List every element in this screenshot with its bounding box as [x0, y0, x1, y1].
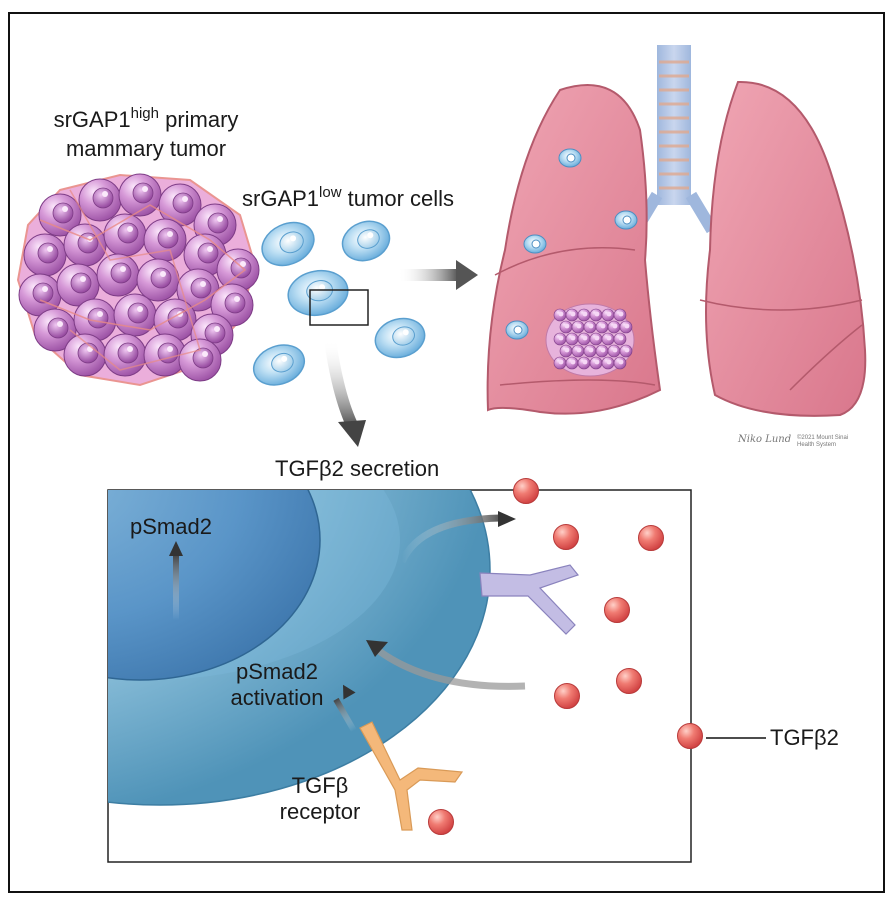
tgfb2-particles — [428, 478, 703, 835]
zoom-box — [309, 289, 369, 326]
lung-metastasis-cell — [565, 308, 579, 322]
tumor-mass-cell — [143, 218, 187, 262]
artist-signature: Niko Lund — [738, 434, 792, 445]
lung-metastasis-cell — [577, 332, 591, 346]
lung-metastasis-cell — [601, 308, 615, 322]
lung-metastasis-cell — [565, 332, 579, 346]
secretion-arrow — [398, 511, 516, 564]
tumor-cell — [287, 269, 349, 317]
arrow-to-lungs — [398, 260, 478, 290]
tumor-mass-cell — [153, 298, 197, 342]
lung-tumor-cell — [614, 210, 638, 230]
tumor-mass-cell — [178, 338, 222, 382]
lung-metastasis-cell — [607, 320, 621, 334]
lung-metastasis-cell — [613, 308, 627, 322]
tumor-cells-cluster — [252, 220, 426, 386]
lung-metastasis-cell — [583, 320, 597, 334]
psmad2-arrow — [169, 541, 183, 620]
tumor-mass-cell — [33, 308, 77, 352]
psmad2-label: pSmad2 — [130, 514, 212, 539]
tumor-mass-cell — [103, 333, 147, 377]
tumor-mass-cell — [118, 173, 162, 217]
tumor-mass-cell — [210, 283, 254, 327]
tgfb2-particle — [604, 597, 630, 623]
tumor-mass-cell — [73, 298, 117, 342]
lung-metastasis-cell — [613, 332, 627, 346]
lung-tumor-cell — [505, 320, 529, 340]
tumor-mass-cell — [96, 253, 140, 297]
lung-metastasis-cell — [589, 308, 603, 322]
arrow-to-inset — [324, 339, 366, 447]
lung-metastasis-cell — [601, 332, 615, 346]
lung-metastasis-cell — [553, 356, 567, 370]
tumor-mass-cell — [78, 178, 122, 222]
primary-tumor-label: srGAP1high primary mammary tumor — [53, 105, 239, 161]
lung-metastasis-cell — [553, 332, 567, 346]
lung-metastasis-cell — [559, 320, 573, 334]
tgfb-receptor-lavender — [479, 564, 580, 635]
tgfb2-legend-label: TGFβ2 — [770, 725, 839, 750]
tgfb2-particle — [638, 525, 664, 551]
lung-metastasis-cell — [607, 344, 621, 358]
tumor-mass-cell — [56, 263, 100, 307]
lung-metastasis-cell — [595, 320, 609, 334]
lung-metastasis-cell — [577, 308, 591, 322]
figure-frame — [8, 12, 885, 893]
tumor-cell — [341, 220, 391, 262]
tumor-mass-cell — [63, 333, 107, 377]
lung-metastasis-cell — [589, 332, 603, 346]
tumor-mass-cell — [23, 233, 67, 277]
tgfb-receptor-orange — [359, 721, 464, 831]
lung-metastasis-cell — [571, 344, 585, 358]
tgfb2-particle — [428, 809, 454, 835]
tumor-mass-cell — [190, 313, 234, 357]
tumor-cell — [374, 317, 426, 359]
tgfb2-particle — [513, 478, 539, 504]
tumor-cells-label: srGAP1low tumor cells — [242, 184, 455, 211]
lung-metastasis-cell — [565, 356, 579, 370]
lung-metastasis — [545, 303, 635, 377]
lung-metastasis-cell — [559, 344, 573, 358]
tumor-mass-cell — [176, 268, 220, 312]
receptor-activation-arrow — [333, 684, 357, 733]
activation-arrow — [366, 640, 526, 690]
tumor-mass-cell — [38, 193, 82, 237]
lung-tumor-cell — [558, 148, 582, 168]
tumor-cell — [261, 221, 315, 267]
tumor-cell — [252, 344, 306, 386]
tgfb2-secretion-label: TGFβ2 secretion — [275, 456, 440, 481]
tgfb2-particle — [554, 683, 580, 709]
lung-metastasis-cell — [595, 344, 609, 358]
primary-tumor — [16, 173, 260, 387]
lungs — [486, 45, 867, 417]
tumor-mass-cell — [18, 273, 62, 317]
tumor-mass-cell — [143, 333, 187, 377]
lung-metastasis-cell — [553, 308, 567, 322]
lung-metastasis-cell — [577, 356, 591, 370]
lung-tumor-cell — [523, 234, 547, 254]
tgfb2-particle — [616, 668, 642, 694]
lung-metastasis-cell — [613, 356, 627, 370]
lung-metastasis-cell — [619, 320, 633, 334]
lung-metastasis-cell — [601, 356, 615, 370]
lung-metastasis-cell — [571, 320, 585, 334]
lung-metastasis-cell — [619, 344, 633, 358]
tgfb2-particle — [677, 723, 703, 749]
lung-metastasis-cell — [589, 356, 603, 370]
tumor-mass-cell — [136, 258, 180, 302]
lung-metastasis-cell — [583, 344, 597, 358]
tumor-mass-cell — [158, 183, 202, 227]
tumor-mass-cell — [63, 223, 107, 267]
tgfb2-particle — [553, 524, 579, 550]
large-cell — [108, 490, 491, 806]
